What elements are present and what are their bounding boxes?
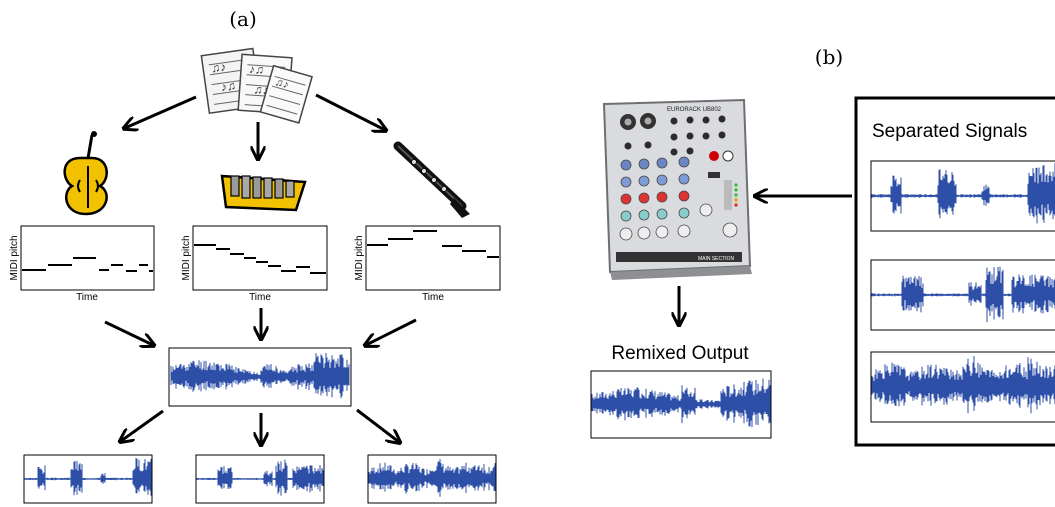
mixer-brand-label: EURORACK UB802 [667,107,722,113]
mixture-waveform [168,347,352,407]
separated-signal-3 [870,351,1055,423]
separated-signals-title: Separated Signals [872,121,1027,142]
svg-text:♪♫: ♪♫ [220,78,237,94]
separated-waveform-xylophone [195,454,325,504]
separated-waveform-violin [23,454,153,504]
mixing-console-icon: EURORACK UB802 MAIN SECT [602,98,752,280]
panel-a-label: (a) [229,7,257,31]
separated-waveform-oboe [367,454,497,504]
arrows-rolls-to-mixture [104,308,417,345]
pianoroll-xylophone-xlabel: Time [249,292,271,303]
remixed-output-waveform [590,370,772,439]
arrows-score-to-instruments [125,93,385,158]
separated-violin-trace [24,457,152,496]
pianoroll-oboe-ylabel: MIDI pitch [354,235,365,280]
remixed-output-title: Remixed Output [611,343,749,364]
separated-xylophone-trace [196,459,324,496]
xylophone-icon [220,174,307,212]
svg-text:♫♪: ♫♪ [210,59,227,75]
pianoroll-xylophone: MIDI pitch Time [181,225,328,303]
violin-icon [63,131,108,216]
arrows-mixture-to-separated [121,408,399,444]
separated-signal-2-trace [871,266,1055,323]
remixed-output-trace [591,378,771,428]
pianoroll-violin: MIDI pitch Time [9,225,155,303]
pianoroll-oboe-xlabel: Time [422,292,444,303]
panel-b-label: (b) [815,45,843,69]
pianoroll-oboe: MIDI pitch Time [354,225,501,303]
pianoroll-violin-xlabel: Time [76,292,98,303]
mixer-section-label: MAIN SECTION [698,256,735,262]
separated-signal-2 [870,259,1055,331]
separated-signal-1 [870,160,1055,232]
svg-text:♫♪: ♫♪ [274,76,291,91]
sheet-music-icon: ♫♪ ♪♫ ♪♫ ♫♪ ♫♪ [200,47,314,124]
mixture-waveform-trace [170,353,350,399]
separated-oboe-trace [368,459,496,497]
pianoroll-xylophone-ylabel: MIDI pitch [181,235,192,280]
svg-text:♪♫: ♪♫ [249,62,265,77]
separated-signal-3-trace [871,356,1055,414]
pianoroll-violin-ylabel: MIDI pitch [9,235,20,280]
separated-signal-1-trace [871,163,1055,224]
separated-signals-panel: Separated Signals [854,96,1055,447]
oboe-icon [393,141,470,218]
